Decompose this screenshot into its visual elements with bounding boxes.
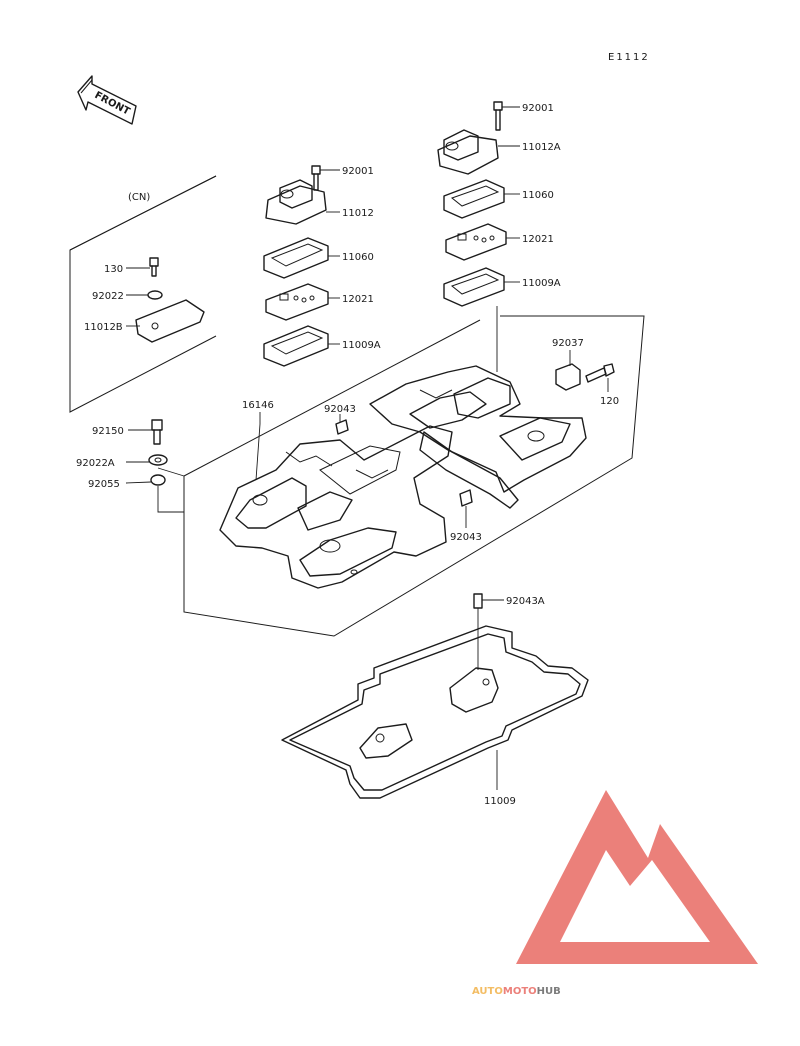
callout-92043-top: 92043: [324, 404, 356, 415]
callout-12021-right: 12021: [522, 234, 554, 245]
gasket-11060-right: [443, 179, 505, 219]
callout-11012: 11012: [342, 208, 374, 219]
watermark-auto: AUTO: [472, 986, 503, 997]
callout-92043-bottom: 92043: [450, 532, 482, 543]
gasket-11060-left: [263, 237, 329, 279]
callout-11009: 11009: [484, 796, 516, 807]
watermark-triangle-icon: [516, 790, 758, 964]
bolt-92150: [151, 419, 163, 445]
callout-120: 120: [600, 396, 619, 407]
watermark-moto: MOTO: [503, 986, 537, 997]
plate-12021-right: [445, 223, 507, 261]
callout-92022: 92022: [92, 291, 124, 302]
callout-11012a: 11012A: [522, 142, 561, 153]
callout-130: 130: [104, 264, 123, 275]
dowel-92043a: [473, 593, 483, 609]
gasket-11009a-right: [443, 267, 505, 307]
cn-inset-frame: (CN): [69, 175, 217, 413]
callout-92001-right: 92001: [522, 103, 554, 114]
breather-cover-right: [437, 101, 503, 175]
watermark-hub: HUB: [537, 986, 561, 997]
diagram-code: E1112: [608, 52, 650, 63]
dowel-92043-top: [335, 419, 349, 435]
callout-11009a-right: 11009A: [522, 278, 561, 289]
callout-92001-left: 92001: [342, 166, 374, 177]
callout-11009a-left: 11009A: [342, 340, 381, 351]
callout-92150: 92150: [92, 426, 124, 437]
callout-92022a: 92022A: [76, 458, 115, 469]
gasket-11009: [281, 625, 589, 799]
callout-labels: 92001 11012A 11060 12021 11009A 92001 11…: [76, 103, 619, 807]
callout-11060-left: 11060: [342, 252, 374, 263]
dowel-92043-bottom: [459, 489, 473, 507]
gasket-11009a-left: [263, 325, 329, 367]
cap-11012b: [135, 299, 205, 343]
callout-92055: 92055: [88, 479, 120, 490]
bolt-120: [585, 367, 607, 383]
callout-16146: 16146: [242, 400, 274, 411]
watermark-logo: AUTOMOTOHUB: [472, 790, 758, 997]
callout-12021-left: 12021: [342, 294, 374, 305]
variant-label: (CN): [128, 192, 150, 203]
callout-11012b: 11012B: [84, 322, 123, 333]
front-arrow-icon: FRONT: [77, 75, 137, 125]
grommet-92055: [150, 474, 166, 486]
cap-nut-92037: [555, 363, 581, 391]
bolt-130: [149, 257, 159, 277]
breather-cover-left: [265, 165, 327, 225]
washer-92022: [147, 290, 163, 300]
leader-lines: [125, 106, 609, 601]
svg-text:AUTOMOTOHUB: AUTOMOTOHUB: [472, 986, 561, 997]
cylinder-head-cover-16146: [183, 315, 645, 637]
callout-92043a: 92043A: [506, 596, 545, 607]
plate-12021-left: [265, 283, 329, 321]
callout-92037: 92037: [552, 338, 584, 349]
washer-92022a: [148, 454, 168, 466]
callout-11060-right: 11060: [522, 190, 554, 201]
